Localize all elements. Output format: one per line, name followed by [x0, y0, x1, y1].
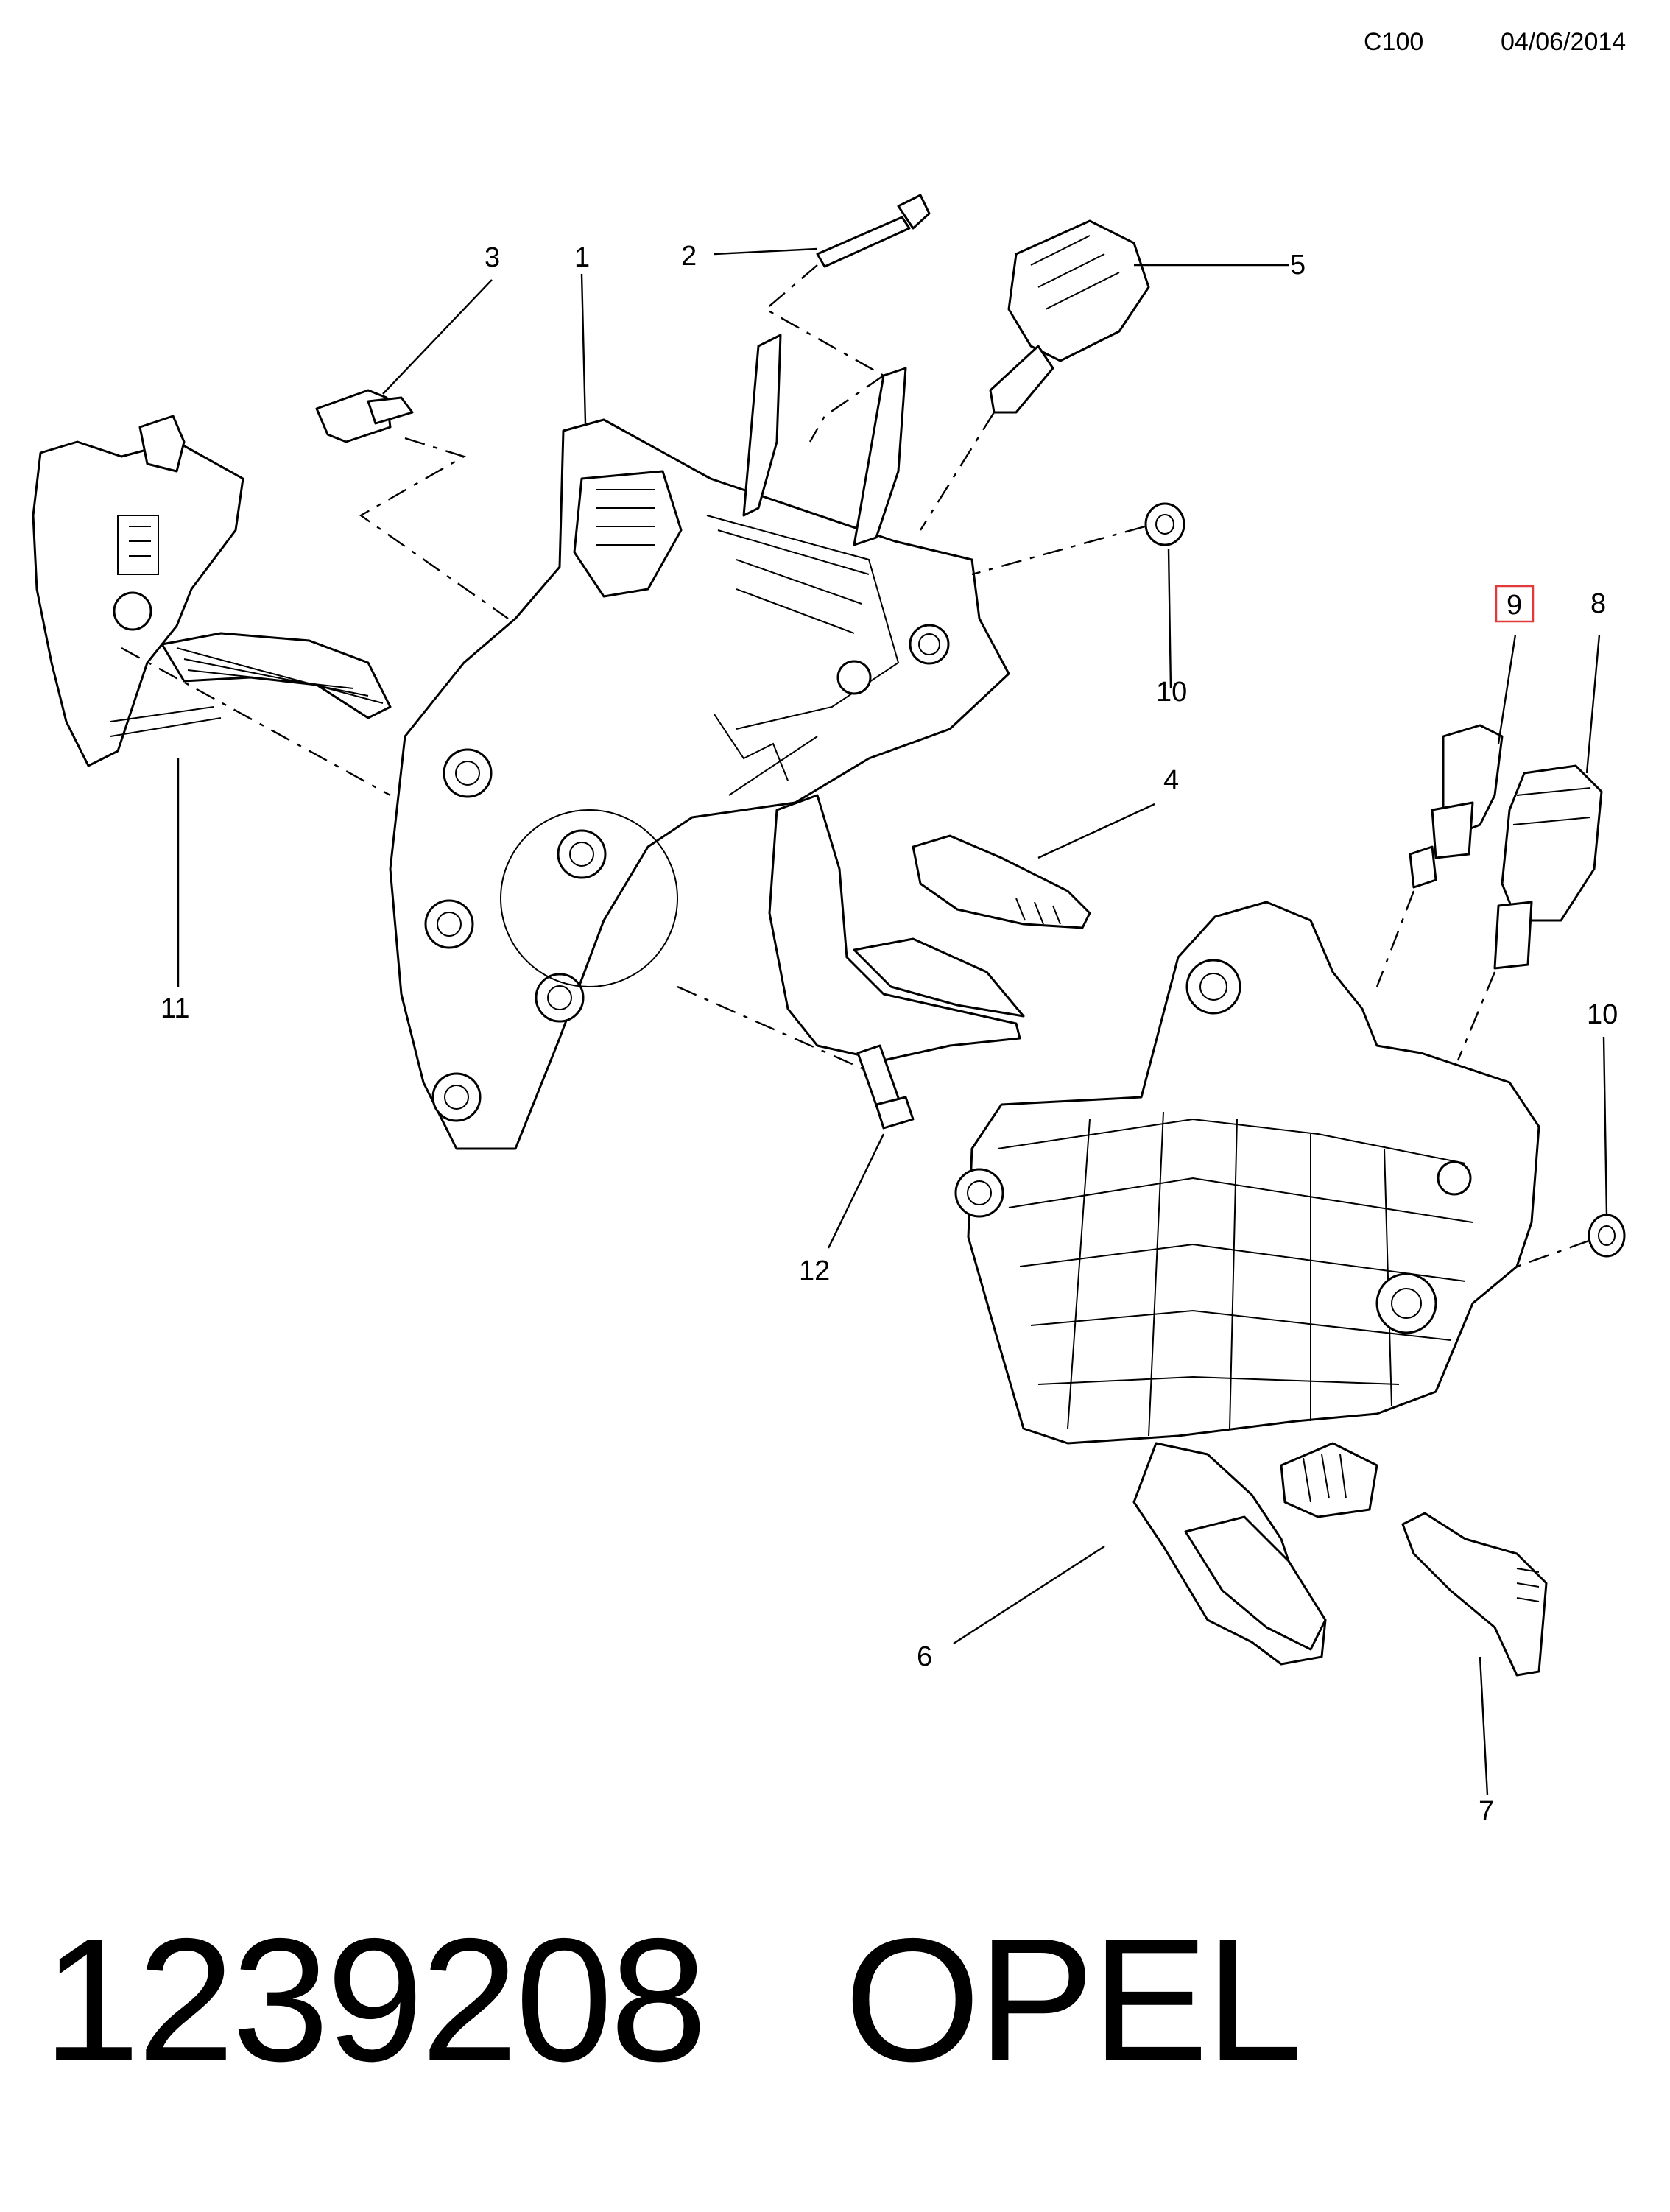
pedal-bracket-secondary: [954, 901, 1540, 1445]
callout-11: 11: [161, 993, 189, 1024]
footer-caption: 1239208 OPEL: [43, 1900, 1303, 2101]
callout-4: 4: [1163, 765, 1179, 796]
leader-lines: [177, 247, 1608, 1796]
accelerator-pedal-assembly: [32, 415, 392, 767]
callout-2: 2: [681, 241, 697, 272]
callout-10-upper: 10: [1156, 677, 1187, 708]
part-number: 1239208: [43, 1903, 708, 2098]
pedal-pad: [912, 834, 1091, 929]
clutch-pedal-arm: [768, 794, 1025, 1062]
switch-5: [989, 219, 1150, 414]
nut-10-lower: [1588, 1214, 1626, 1258]
callout-7: 7: [1479, 1796, 1494, 1827]
clutch-switch-8: [1493, 764, 1603, 970]
clip-3: [315, 389, 414, 443]
callout-3: 3: [485, 242, 500, 273]
pedal-pad-7: [1401, 1512, 1548, 1677]
bolt-2: [816, 194, 931, 268]
bolt-12: [856, 1044, 915, 1130]
callout-12: 12: [799, 1255, 830, 1286]
drawing-code: C100: [1364, 28, 1424, 56]
brake-switch-9: [1409, 724, 1504, 889]
nut-10-upper: [1144, 502, 1185, 546]
assembly-dashed-lines: [121, 264, 1590, 1268]
callout-8: 8: [1590, 588, 1606, 619]
pedal-bracket-main: [389, 334, 1010, 1150]
callout-6: 6: [917, 1641, 932, 1672]
callout-labels: 1 2 3 4 5 6 7 8 9 10 10 11 12: [161, 241, 1618, 1827]
brake-pedal-arm-6: [1132, 1442, 1378, 1666]
drawing-date: 04/06/2014: [1501, 28, 1627, 56]
callout-5: 5: [1290, 250, 1306, 281]
callout-10-lower: 10: [1587, 999, 1618, 1030]
callout-9: 9: [1507, 590, 1522, 621]
callout-9-highlight: [1495, 585, 1535, 623]
callout-1: 1: [574, 242, 590, 273]
brand-name: OPEL: [844, 1903, 1303, 2098]
